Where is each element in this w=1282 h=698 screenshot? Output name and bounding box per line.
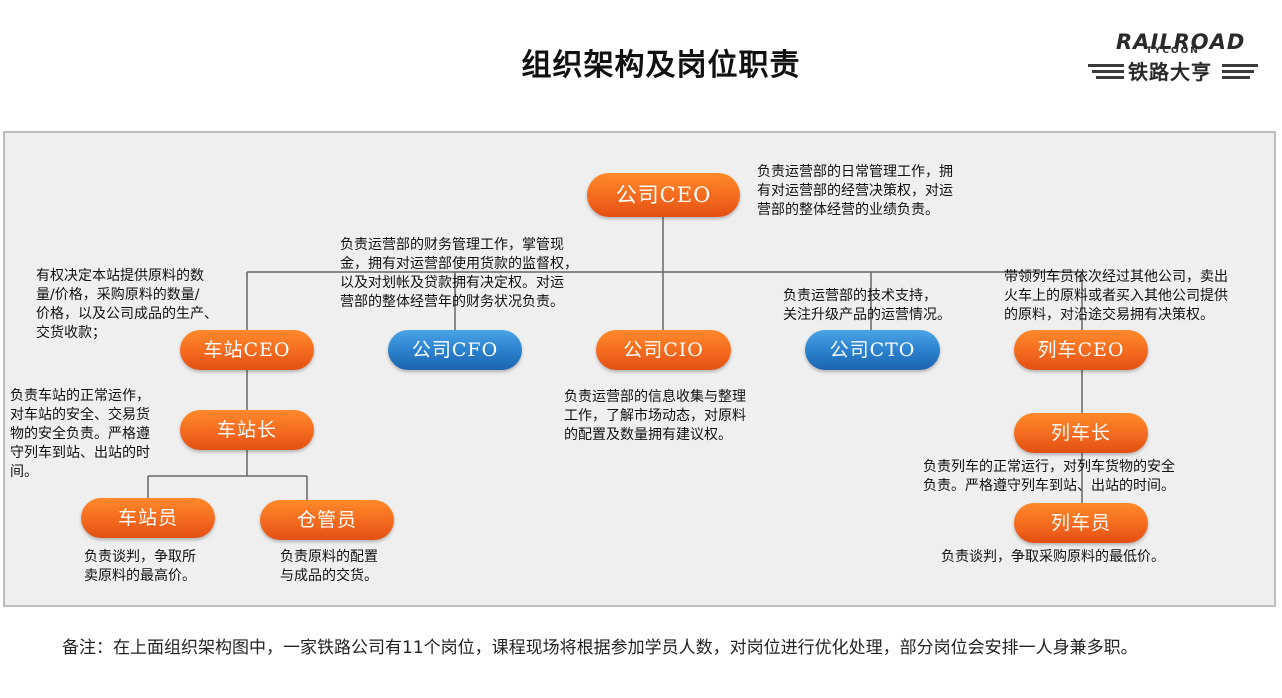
desc-train-staff: 负责谈判，争取采购原料的最低价。 [941,549,1165,565]
logo-wing-left-2 [1092,70,1124,73]
railroad-tycoon-logo: RAILROAD TYCOON 铁路大亨 [1088,28,1258,86]
logo-wing-left-3 [1096,76,1124,79]
node-station-staff: 车站员 [81,498,215,538]
desc-company-ceo: 负责运营部的日常管理工作，拥 有对运营部的经营决策权，对运 营部的整体经营的业绩… [757,164,953,218]
desc-warehouse-keeper: 负责原料的配置 与成品的交货。 [280,549,378,584]
logo-wing-left-1 [1088,64,1124,67]
node-company-ceo: 公司CEO [587,173,740,217]
desc-station-master: 负责车站的正常运作， 对车站的安全、交易货 物的安全负责。严格遵 守列车到站、出… [10,388,150,480]
desc-station-ceo: 有权决定本站提供原料的数 量/价格，采购原料的数量/ 价格，以及公司成品的生产、… [36,268,218,341]
desc-conductor: 负责列车的正常运行，对列车货物的安全 负责。严格遵守列车到站、出站的时间。 [923,459,1175,494]
logo-wing-right-2 [1222,70,1254,73]
node-company-cio: 公司CIO [596,330,731,370]
node-station-master: 车站长 [180,410,314,450]
desc-train-ceo: 带领列车员依次经过其他公司，卖出 火车上的原料或者买入其他公司提供 的原料，对沿… [1004,269,1228,323]
logo-text-en-small: TYCOON [1146,46,1200,56]
logo-text-cn: 铁路大亨 [1128,60,1212,84]
desc-company-cio: 负责运营部的信息收集与整理 工作，了解市场动态，对原料 的配置及数量拥有建议权。 [564,389,746,443]
logo-wing-right-1 [1222,64,1258,67]
desc-station-staff: 负责谈判，争取所 卖原料的最高价。 [84,549,196,584]
node-conductor: 列车长 [1014,413,1148,453]
node-station-ceo: 车站CEO [180,330,314,370]
node-warehouse-keeper: 仓管员 [260,500,394,540]
logo-wing-right-3 [1222,76,1250,79]
node-company-cto: 公司CTO [805,330,940,370]
page-title: 组织架构及岗位职责 [521,48,801,83]
desc-company-cto: 负责运营部的技术支持， 关注升级产品的运营情况。 [783,288,951,323]
node-company-cfo: 公司CFO [388,330,522,370]
desc-company-cfo: 负责运营部的财务管理工作，掌管现 金，拥有对运营部使用货款的监督权， 以及对划帐… [340,237,578,310]
node-train-ceo: 列车CEO [1014,330,1148,370]
node-train-staff: 列车员 [1014,503,1148,543]
footnote: 备注：在上面组织架构图中，一家铁路公司有11个岗位，课程现场将根据参加学员人数，… [62,638,1138,658]
logo-text-en: RAILROAD [1116,30,1246,54]
